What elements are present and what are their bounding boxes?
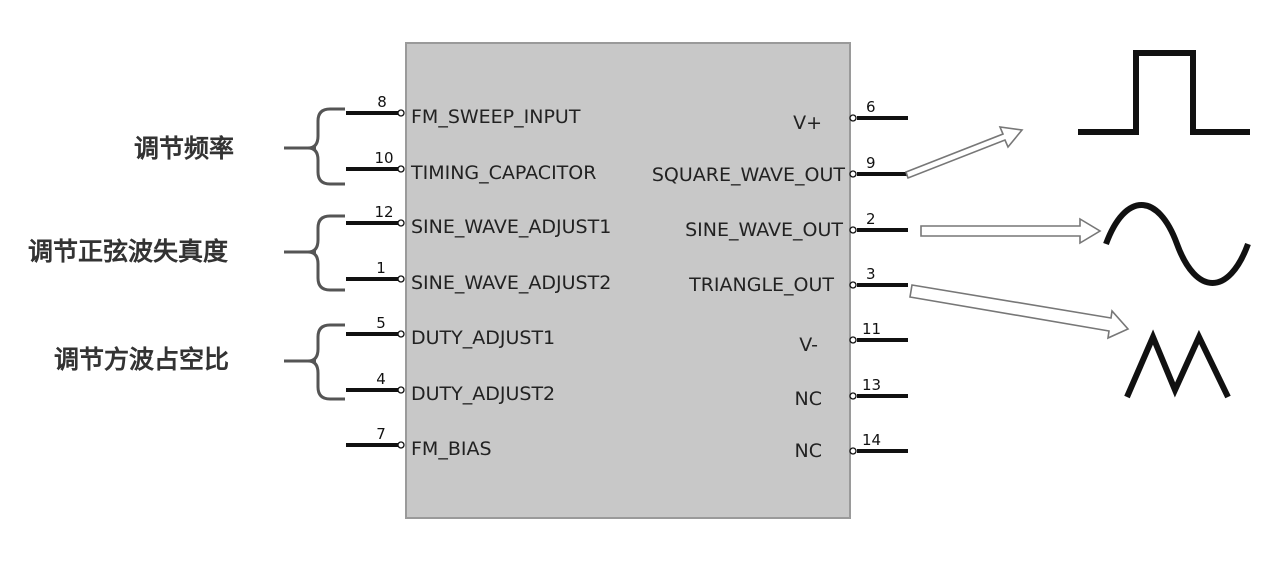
pin-label: DUTY_ADJUST2 [411, 383, 555, 405]
pin-label: FM_BIAS [411, 438, 492, 460]
pin-number: 9 [866, 154, 876, 172]
pin-number: 6 [866, 98, 876, 116]
group-duty-cycle: 调节方波占空比 [54, 323, 345, 401]
pin-number: 10 [374, 149, 393, 167]
pin-number: 13 [862, 376, 881, 394]
triangle-wave-icon [1124, 329, 1231, 399]
left-pin-1: 1 SINE_WAVE_ADJUST2 [346, 259, 611, 294]
right-pin-3: 3 TRIANGLE_OUT [688, 265, 908, 296]
brace-icon [284, 107, 345, 186]
left-pin-group: 8 FM_SWEEP_INPUT 10 TIMING_CAPACITOR 12 … [346, 93, 611, 460]
right-pin-11: 11 V- [799, 320, 908, 356]
pin-number: 4 [376, 370, 386, 388]
left-pin-12: 12 SINE_WAVE_ADJUST1 [346, 203, 611, 238]
pin-number: 2 [866, 210, 876, 228]
right-pin-14: 14 NC [795, 431, 908, 462]
left-pin-5: 5 DUTY_ADJUST1 [346, 314, 555, 349]
pin-label: TIMING_CAPACITOR [410, 162, 596, 184]
square-wave-icon [1078, 50, 1250, 135]
right-pin-group: 6 V+ 9 SQUARE_WAVE_OUT 2 SINE_WAVE_OUT 3… [652, 98, 908, 462]
left-pin-8: 8 FM_SWEEP_INPUT [346, 93, 581, 128]
pin-label: V+ [793, 112, 822, 134]
group-frequency: 调节频率 [134, 107, 345, 186]
brace-icon [284, 214, 345, 292]
pin-number: 12 [374, 203, 393, 221]
pin-label: SINE_WAVE_ADJUST1 [411, 216, 611, 238]
group-label: 调节方波占空比 [54, 345, 229, 374]
pin-label: SINE_WAVE_OUT [685, 219, 843, 241]
right-pin-9: 9 SQUARE_WAVE_OUT [652, 154, 908, 186]
left-pin-10: 10 TIMING_CAPACITOR [346, 149, 596, 184]
group-label: 调节正弦波失真度 [28, 237, 228, 266]
pin-label: V- [799, 334, 818, 356]
group-label: 调节频率 [134, 134, 234, 163]
pin-label: NC [795, 440, 822, 462]
left-pin-7: 7 FM_BIAS [346, 425, 492, 460]
pin-label: NC [795, 388, 822, 410]
sine-wave-icon [1103, 202, 1251, 286]
pin-number: 11 [862, 320, 881, 338]
brace-icon [284, 323, 345, 401]
pin-number: 7 [376, 425, 386, 443]
arrow-square-icon [905, 126, 1024, 180]
right-pin-13: 13 NC [795, 376, 908, 410]
group-sine-distortion: 调节正弦波失真度 [28, 214, 345, 292]
pin-label: TRIANGLE_OUT [688, 274, 834, 296]
pin-number: 5 [376, 314, 386, 332]
arrow-triangle-icon [909, 284, 1130, 340]
pin-number: 14 [862, 431, 881, 449]
pin-label: DUTY_ADJUST1 [411, 327, 555, 349]
pin-label: FM_SWEEP_INPUT [411, 106, 581, 128]
right-pin-6: 6 V+ [793, 98, 908, 134]
pin-label: SINE_WAVE_ADJUST2 [411, 272, 611, 294]
chip-body [405, 42, 851, 519]
right-pin-2: 2 SINE_WAVE_OUT [685, 210, 908, 241]
pin-number: 8 [377, 93, 387, 111]
pin-number: 1 [376, 259, 386, 277]
pin-label: SQUARE_WAVE_OUT [652, 164, 846, 186]
pin-number: 3 [866, 265, 876, 283]
left-pin-4: 4 DUTY_ADJUST2 [346, 370, 555, 405]
arrow-sine-icon [920, 217, 1102, 245]
